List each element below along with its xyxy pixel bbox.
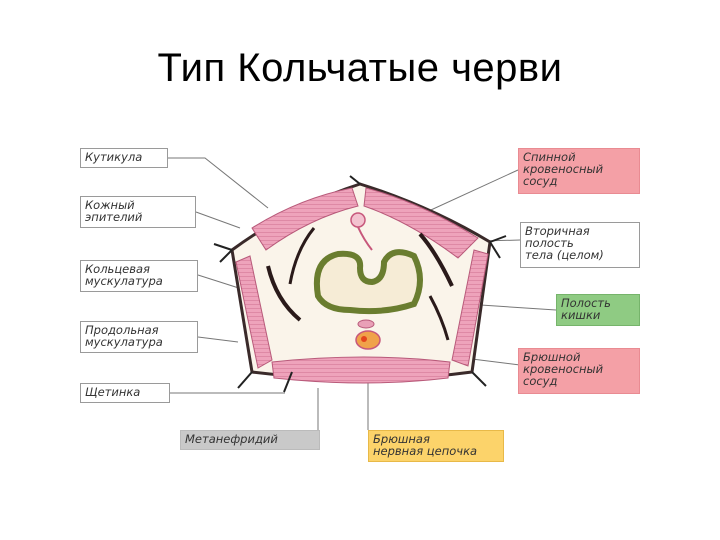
label-cuticle: Кутикула: [80, 148, 168, 168]
label-gut-cavity: Полость кишки: [556, 294, 640, 326]
ventral-vessel: [357, 319, 375, 329]
gut: [314, 249, 423, 315]
label-skin-epithelium: Кожный эпителий: [80, 196, 196, 228]
label-longitudinal-muscles: Продольная мускулатура: [80, 321, 198, 353]
label-bristle: Щетинка: [80, 383, 170, 403]
ventral-nerve-cord: [355, 330, 381, 350]
label-circular-muscles: Кольцевая мускулатура: [80, 260, 198, 292]
label-coelom: Вторичная полость тела (целом): [520, 222, 640, 268]
muscle-band-dorsal-right: [363, 187, 479, 259]
muscle-band-right: [451, 249, 489, 367]
muscle-band-ventral: [271, 356, 451, 384]
bristles: [213, 175, 507, 393]
muscle-band-dorsal-left: [251, 187, 359, 251]
label-metanephridium: Метанефридий: [180, 430, 320, 450]
label-ventral-vessel: Брюшной кровеносный сосуд: [518, 348, 640, 394]
label-ventral-nerve-cord: Брюшная нервная цепочка: [368, 430, 504, 462]
dorsal-vessel: [350, 212, 366, 228]
muscle-band-left: [235, 255, 273, 369]
label-dorsal-vessel: Спинной кровеносный сосуд: [518, 148, 640, 194]
slide-title: Тип Кольчатые черви: [157, 46, 563, 90]
worm-body: [213, 175, 507, 393]
